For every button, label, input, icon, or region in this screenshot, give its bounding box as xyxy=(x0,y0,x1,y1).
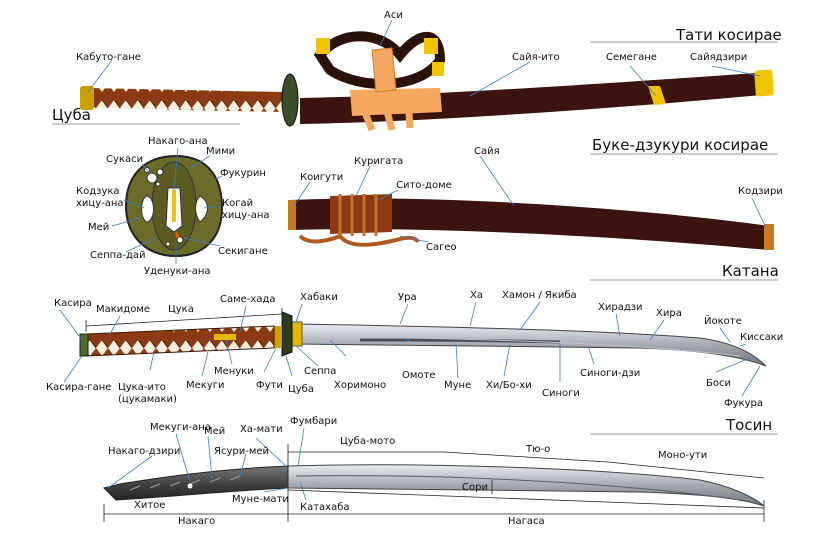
tachi-sageo xyxy=(350,88,442,116)
heading-tosin: Тосин xyxy=(726,416,773,434)
katana-blade xyxy=(291,323,767,367)
tsuba-kodzuka-ana xyxy=(141,195,154,223)
tsuba-sukashi xyxy=(146,172,158,184)
label-nakagodziri: Накаго-дзири xyxy=(108,446,181,457)
label-hitoe: Хитое xyxy=(134,500,166,511)
label-sinogidzi: Синоги-дзи xyxy=(580,368,641,379)
heading-katana: Катана xyxy=(722,262,779,280)
tosin-mekugi-ana xyxy=(187,483,193,489)
label-hira: Хира xyxy=(656,308,682,319)
tachi-tsuba xyxy=(281,73,299,127)
buke-koshirae xyxy=(288,194,774,250)
label-tsuba-katana: Цуба xyxy=(288,384,314,395)
label-sitodome: Сито-доме xyxy=(396,180,452,191)
label-koiguti: Коигути xyxy=(300,172,344,183)
label-kasiragane: Касира-гане xyxy=(46,382,112,393)
label-tsubamoto: Цуба-мото xyxy=(340,436,396,447)
katana-tsuba xyxy=(281,311,293,357)
buke-koiguti xyxy=(288,200,296,230)
label-samehada: Саме-хада xyxy=(220,294,276,305)
tachi-kabutogane xyxy=(80,86,94,110)
katana-kasira xyxy=(79,333,89,357)
buke-kojiri xyxy=(764,224,774,250)
label-habaki: Хабаки xyxy=(300,292,338,303)
label-katahaba: Катахаба xyxy=(300,502,350,513)
label-kodzuka: Кодзука хицу-ана xyxy=(76,186,124,209)
label-horimono: Хоримоно xyxy=(334,380,387,391)
label-makidome: Макидоме xyxy=(96,304,151,315)
label-sinogi: Синоги xyxy=(542,388,580,399)
label-ha: Ха xyxy=(470,290,483,301)
label-sori: Сори xyxy=(462,482,488,493)
katana-tsuka xyxy=(85,325,275,357)
label-hamon: Хамон / Якиба xyxy=(502,290,577,301)
label-semegane: Семегане xyxy=(606,52,657,63)
label-sayia: Сайя xyxy=(474,146,500,157)
label-asi: Аси xyxy=(384,10,403,21)
label-yokote: Йокоте xyxy=(704,316,742,327)
katana-futi xyxy=(274,326,282,348)
label-mimi: Мими xyxy=(206,146,236,157)
heading-tsuba: Цуба xyxy=(52,106,91,124)
label-mune: Муне xyxy=(444,380,472,391)
label-udenukiana: Уденуки-ана xyxy=(144,266,211,277)
label-kodziri: Кодзири xyxy=(738,186,783,197)
heading-buke: Буке-дзукури косирае xyxy=(592,136,769,154)
label-sageo: Сагео xyxy=(426,242,457,253)
label-futi: Фути xyxy=(256,380,283,391)
label-mekugiana: Мекуги-ана xyxy=(150,422,211,433)
label-yasurimei: Ясури-мей xyxy=(214,446,270,457)
tsuba-udenuki-ana xyxy=(176,236,184,244)
tsuba-kogai-ana xyxy=(195,195,208,223)
katana-menuki xyxy=(214,334,236,340)
label-sekigane: Секигане xyxy=(218,246,268,257)
label-kasira: Касира xyxy=(54,298,92,309)
heading-tachi: Тати косирае xyxy=(676,26,782,44)
tachi-koshirae xyxy=(80,31,774,132)
label-tsuka: Цука xyxy=(168,304,194,315)
tachi-handle xyxy=(90,88,282,112)
label-hamati: Ха-мати xyxy=(240,424,283,435)
label-mei-nakago: Мей xyxy=(204,426,226,437)
tosin-illustration xyxy=(103,464,765,507)
label-munemati: Муне-мати xyxy=(232,494,289,505)
label-nakagoana: Накаго-ана xyxy=(148,136,208,147)
label-mei-tsuba: Мей xyxy=(88,222,110,233)
label-ura: Ура xyxy=(398,292,417,303)
label-sukasi: Сукаси xyxy=(106,154,144,165)
katana-illustration xyxy=(79,311,767,367)
label-hiradzi: Хирадзи xyxy=(598,302,643,313)
label-bosi: Боси xyxy=(706,378,731,389)
buke-saya xyxy=(290,198,770,250)
label-hibohi: Хи/Бо-хи xyxy=(486,380,532,391)
label-fumbari: Фумбари xyxy=(290,416,338,427)
tachi-sayadziri xyxy=(754,69,774,97)
label-menuki: Менуки xyxy=(214,366,254,377)
label-kurigata: Куригата xyxy=(354,156,404,167)
label-sayaito: Сайя-ито xyxy=(512,52,560,63)
label-kabutogane: Кабуто-гане xyxy=(76,52,141,63)
label-fukura: Фукура xyxy=(724,398,763,409)
label-nagasa: Нагаса xyxy=(508,516,545,527)
label-kissaki: Киссаки xyxy=(740,332,784,343)
label-fukurin: Фукурин xyxy=(220,168,266,179)
tsuba-detail xyxy=(124,154,224,258)
label-kogai: Когай хицу-ана xyxy=(222,198,270,221)
label-nakago: Накаго xyxy=(178,516,216,527)
label-omote: Омоте xyxy=(402,370,436,381)
label-tsukaito: Цука-ито (цукамаки) xyxy=(118,382,177,405)
label-mekugi: Мекуги xyxy=(186,380,225,391)
leader-lines xyxy=(59,19,767,501)
tachi-semegane xyxy=(648,86,666,105)
label-monouti: Моно-ути xyxy=(658,450,708,461)
label-sayadziri: Сайядзири xyxy=(690,52,748,63)
label-tyuo: Тю-о xyxy=(526,444,551,455)
label-seppa: Сеппа xyxy=(304,366,337,377)
label-seppadai: Сеппа-дай xyxy=(90,250,146,261)
